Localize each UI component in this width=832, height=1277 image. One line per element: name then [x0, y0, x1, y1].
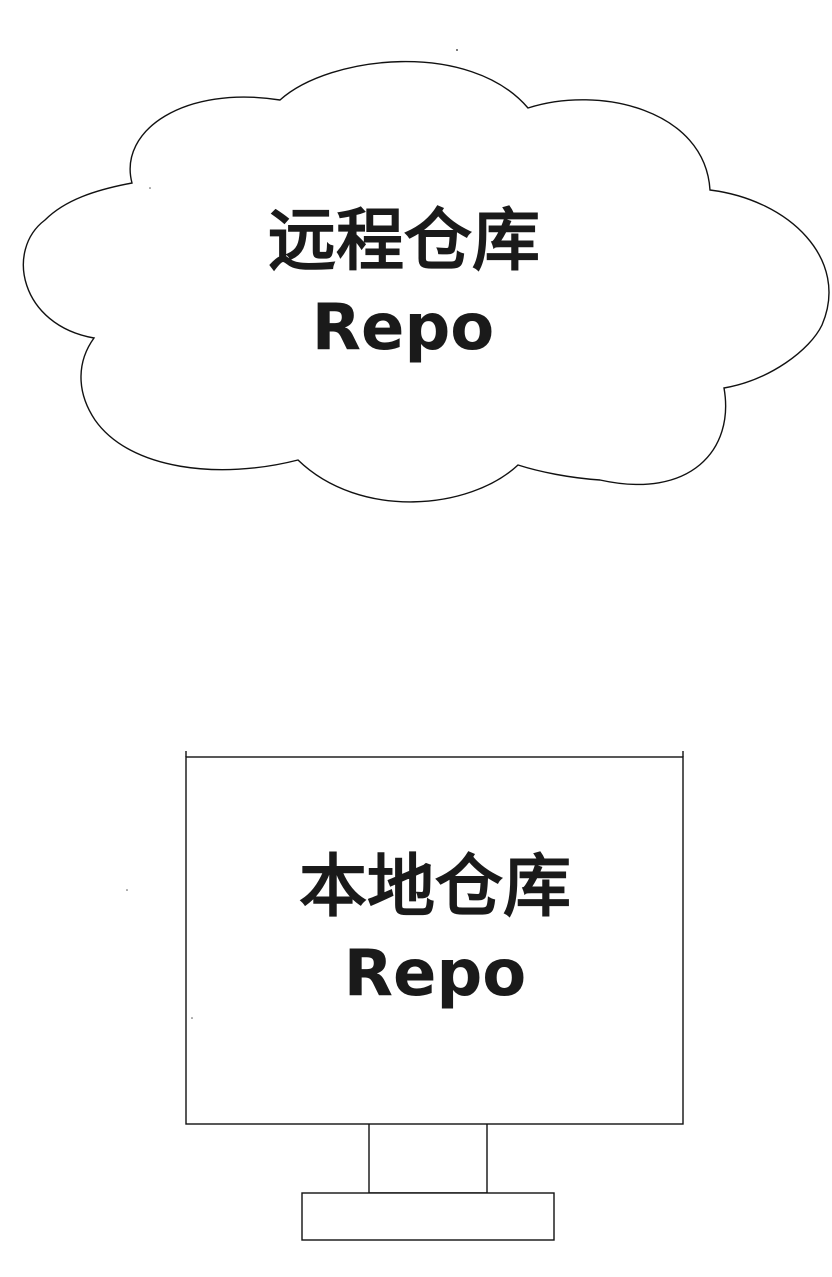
local-repo-monitor: 本地仓库 Repo: [185, 751, 684, 1241]
monitor-stand-base: [301, 1192, 555, 1241]
scan-speck: [126, 889, 128, 891]
local-repo-subtitle: Repo: [344, 937, 526, 1011]
scan-speck: [191, 1017, 193, 1019]
remote-repo-subtitle: Repo: [312, 291, 494, 365]
remote-repo-title: 远程仓库: [268, 202, 540, 281]
local-repo-title: 本地仓库: [299, 848, 571, 927]
remote-repo-cloud: 远程仓库 Repo: [22, 60, 830, 503]
monitor-screen: [185, 756, 684, 1125]
cloud-shape: [22, 60, 830, 503]
scan-speck: [456, 49, 458, 51]
monitor-stand-neck: [368, 1124, 488, 1194]
scan-speck: [149, 187, 151, 189]
